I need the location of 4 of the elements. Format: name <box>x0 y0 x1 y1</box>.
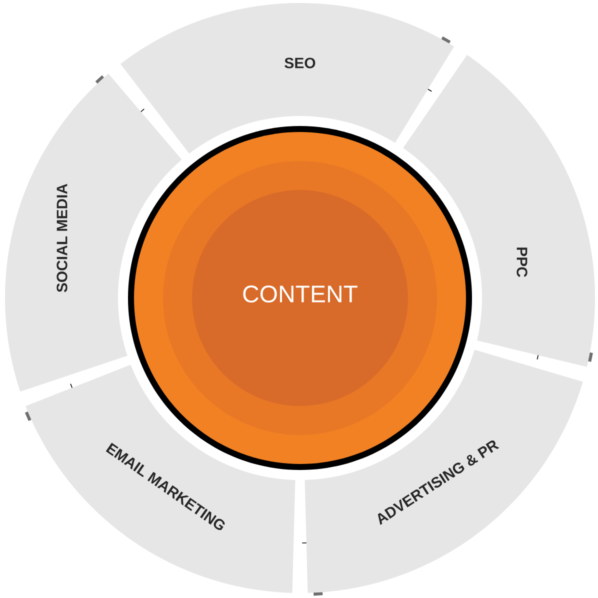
segment: PPC <box>403 54 595 367</box>
node-label: SEO <box>284 58 316 68</box>
segment: SOCIAL MEDIA <box>5 74 182 392</box>
segment: SEO <box>120 3 454 154</box>
